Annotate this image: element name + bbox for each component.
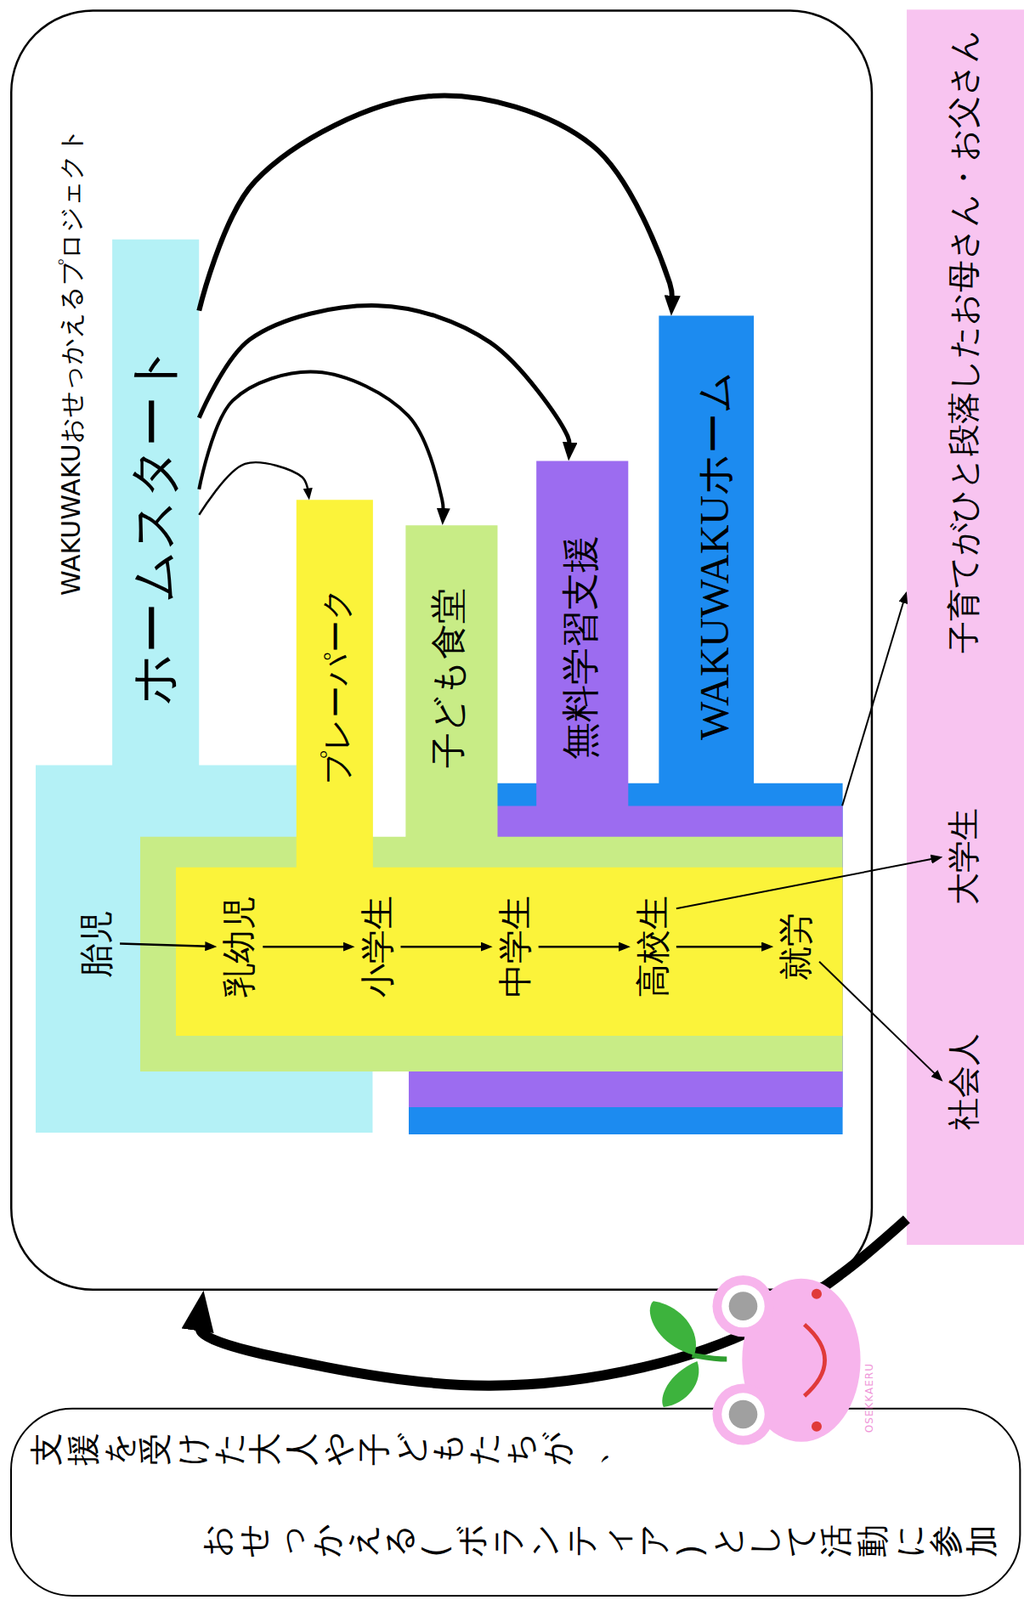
flow-arrow xyxy=(198,96,673,312)
node-text: 高校生 xyxy=(633,895,674,998)
outcome-band: 社会人 大学生 子育てがひと段落したお母さん・お父さん xyxy=(906,9,1024,1245)
stage-label: 就労 xyxy=(773,909,820,985)
stage-label: 胎児 xyxy=(73,906,120,982)
node-text: WAKUWAKUおせっかえるプロジェクト xyxy=(56,127,87,596)
flow-arrow xyxy=(842,599,905,806)
node-text: 社会人 xyxy=(945,1033,984,1131)
flow-arrow xyxy=(676,858,935,909)
node-text: 子育てがひと段落したお母さん・お父さん xyxy=(945,29,984,654)
frog-pupil xyxy=(729,1400,759,1430)
logo-text: OSEKKAERU xyxy=(864,1363,877,1433)
flow-arrow xyxy=(262,945,346,949)
stage-label: 乳幼児 xyxy=(216,892,263,1002)
node-text: WAKUWAKUホーム xyxy=(690,371,738,741)
stage-label: 小学生 xyxy=(355,892,402,1002)
sprout-stem xyxy=(691,1355,727,1360)
outcome-label: 大学生 xyxy=(942,804,987,909)
frog-eye-bump xyxy=(712,1275,774,1337)
note-box: 支援を受けた大人や子どもたちが、おせっかえる(ボランティア)として活動に参加 xyxy=(10,1408,1021,1597)
frog-cheek xyxy=(811,1421,822,1432)
outcome-label: 社会人 xyxy=(942,1029,987,1134)
node-text: プレーパーク xyxy=(318,587,357,785)
flow-arrow xyxy=(819,961,937,1076)
node-text: 胎児 xyxy=(77,910,117,979)
flow-arrow xyxy=(676,945,765,949)
frog-cheek xyxy=(811,1289,822,1300)
node-text: 無料学習支援 xyxy=(560,535,604,760)
frog-eye-white xyxy=(721,1392,764,1436)
program-region: 乳幼児 小学生 中学生 高校生 就労 プレーパーク xyxy=(175,499,843,1036)
region-outline xyxy=(906,9,1024,1245)
frog-head xyxy=(741,1278,860,1443)
stage-label: 高校生 xyxy=(630,892,677,1002)
flow-arrow xyxy=(401,945,485,949)
node-text: 就労 xyxy=(776,912,816,981)
stage-label: 中学生 xyxy=(492,892,539,1002)
project-frame: 胎児 ホームスタート WAKUWAKUホーム 無料学習支援 子ども食堂乳幼児 小学生 中学生… xyxy=(10,9,873,1291)
node-text: 大学生 xyxy=(945,808,984,906)
flow-arrow xyxy=(198,305,570,449)
frog-eye-bump xyxy=(712,1383,774,1445)
frog-eye-white xyxy=(721,1284,764,1328)
node-text: 中学生 xyxy=(496,895,536,998)
node-text: 子ども食堂 xyxy=(428,588,470,769)
node-text: おせっかえる(ボランティア)として活動に参加 xyxy=(198,1524,1002,1558)
region-fill xyxy=(175,499,843,1036)
sprout-leaf xyxy=(661,1361,699,1408)
frog-pupil xyxy=(729,1291,759,1321)
sprout-leaf xyxy=(650,1301,696,1356)
node-text: 小学生 xyxy=(358,895,398,998)
flow-arrow xyxy=(119,944,209,947)
node-text: 支援を受けた大人や子どもたちが、 xyxy=(28,1432,612,1466)
flow-arrow xyxy=(198,462,308,515)
node-text: 乳幼児 xyxy=(220,895,260,998)
region-outline xyxy=(11,10,872,1290)
node-text: ホームスタート xyxy=(124,344,183,706)
flow-arrow xyxy=(198,1219,906,1387)
flow-arrow xyxy=(538,945,623,949)
flow-arrow xyxy=(198,372,443,514)
frog-smile xyxy=(804,1324,826,1397)
region-outline xyxy=(11,1408,1020,1596)
